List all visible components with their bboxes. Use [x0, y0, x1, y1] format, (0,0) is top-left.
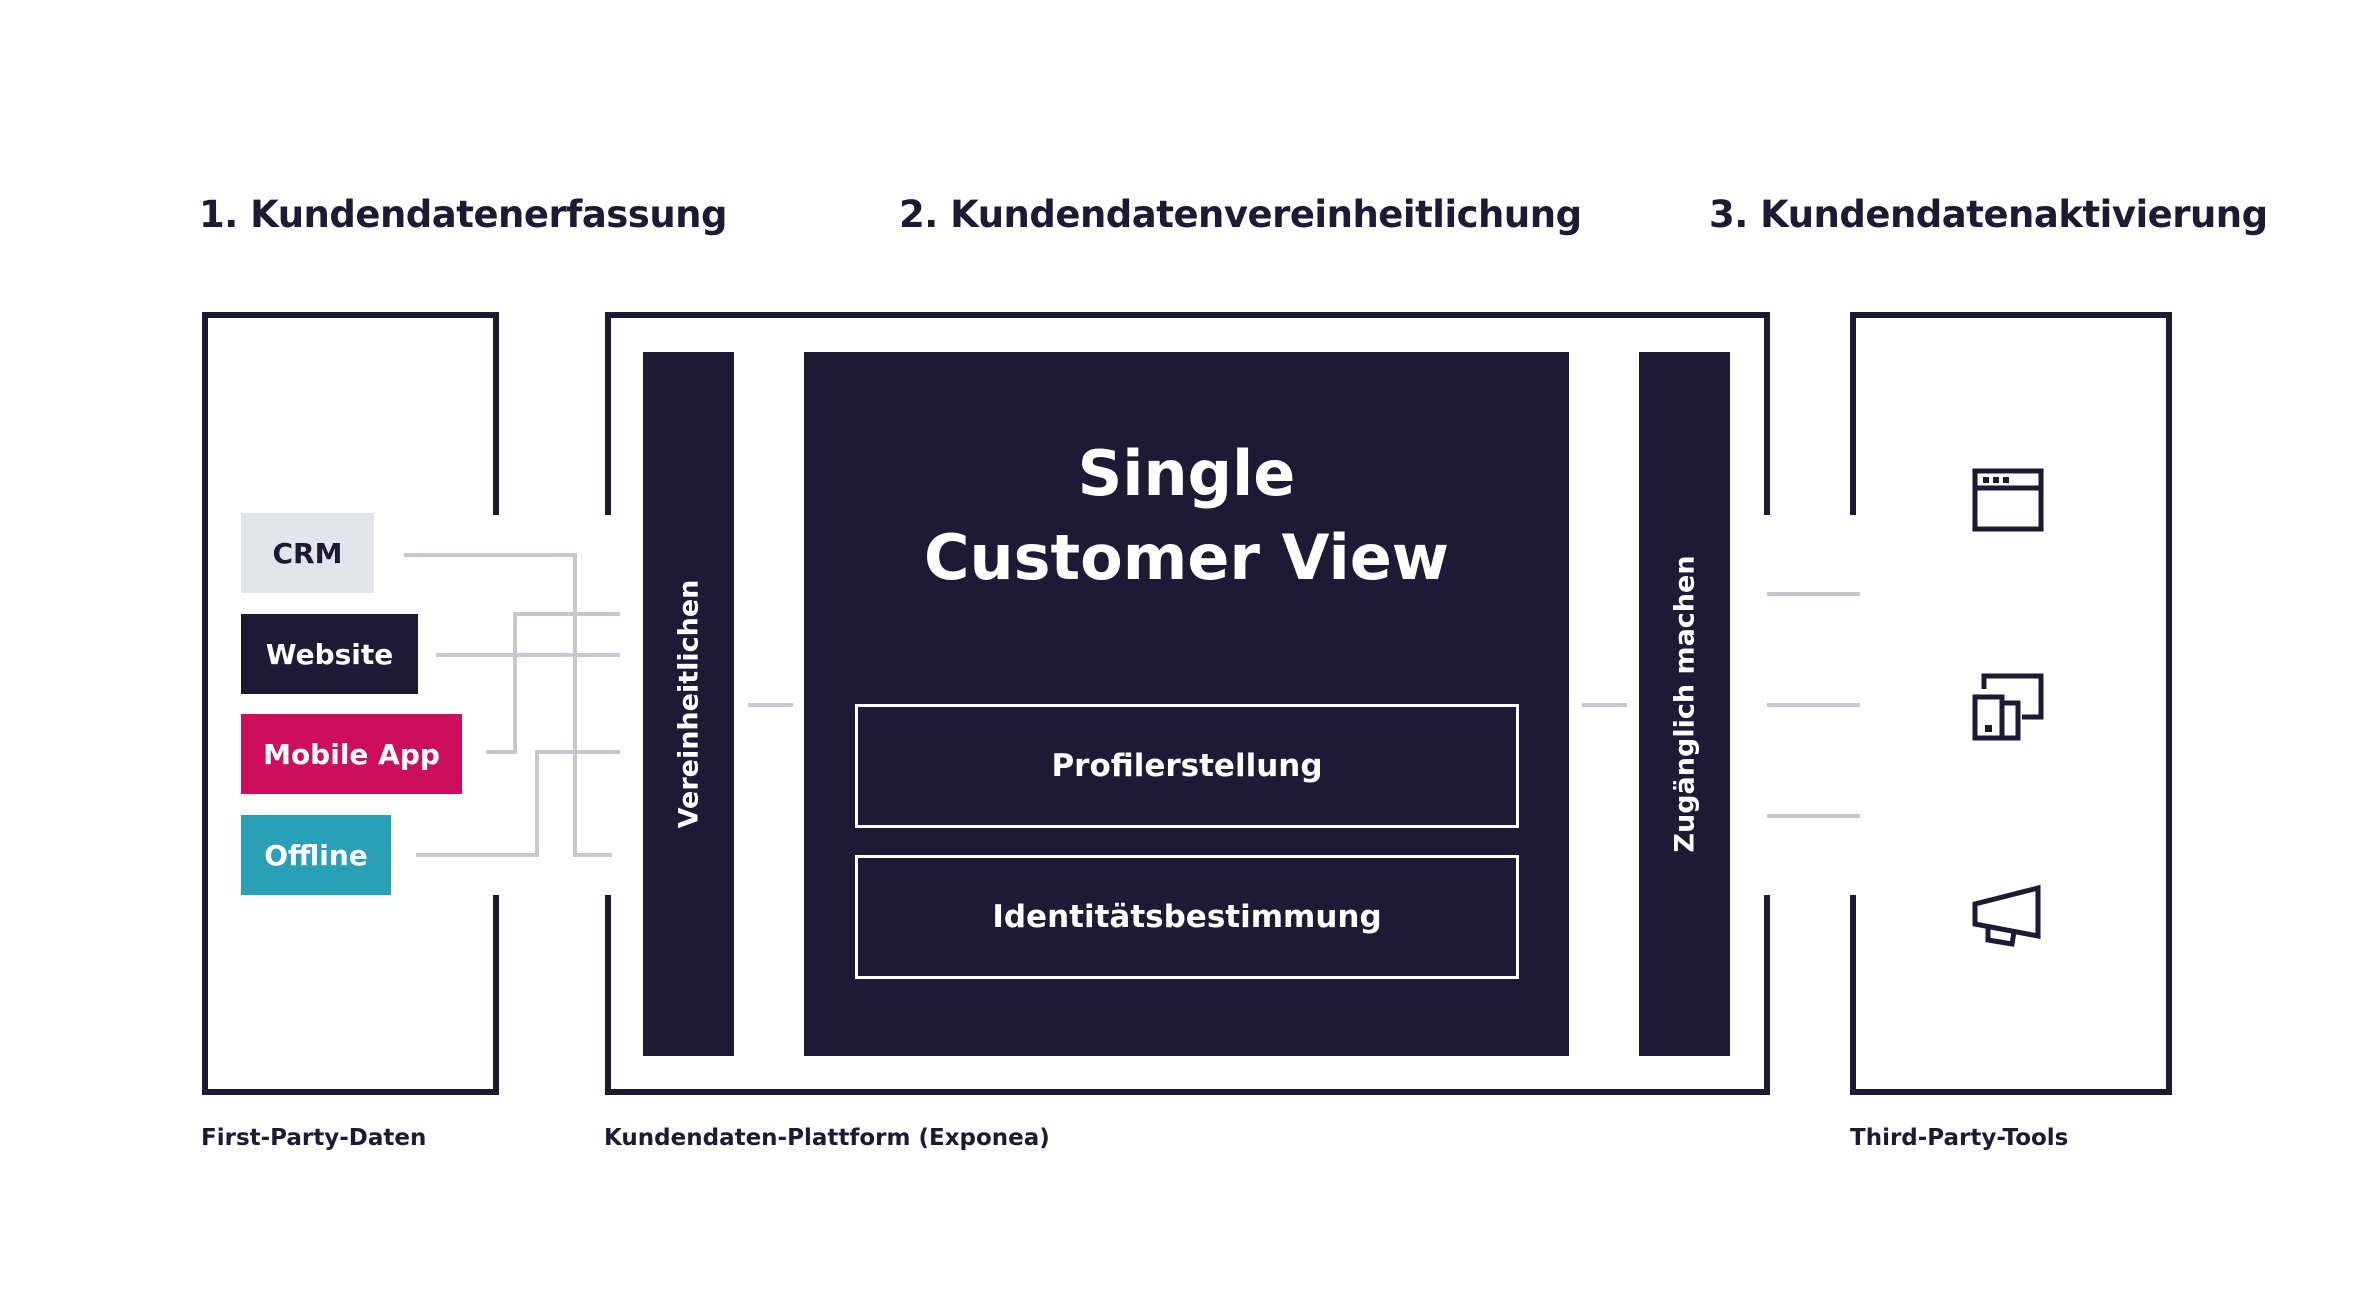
identity-box: Identitätsbestimmung	[855, 855, 1519, 979]
platform-box	[605, 312, 1770, 515]
scv-title-line2: Customer View	[923, 521, 1450, 594]
profile-box: Profilerstellung	[855, 704, 1519, 828]
first-party-box	[202, 312, 499, 1095]
single-customer-view: Single Customer View Profilerstellung Id…	[804, 352, 1569, 1056]
source-crm: CRM	[241, 513, 374, 593]
identity-label: Identitätsbestimmung	[992, 899, 1382, 935]
source-crm-label: CRM	[272, 536, 343, 570]
source-mobile-app: Mobile App	[241, 714, 462, 794]
source-website-label: Website	[265, 637, 394, 671]
caption-first-party: First-Party-Daten	[201, 1125, 427, 1151]
access-label: Zugänglich machen	[1669, 555, 1700, 853]
caption-third-party: Third-Party-Tools	[1850, 1125, 2069, 1151]
step-heading-unification: 2. Kundendatenvereinheitlichung	[899, 193, 1582, 236]
unify-label: Vereinheitlichen	[673, 579, 704, 829]
third-party-box	[1850, 312, 2172, 1095]
source-offline: Offline	[241, 815, 391, 895]
access-bar: Zugänglich machen	[1639, 352, 1730, 1056]
platform-box-bottom	[605, 895, 1770, 1095]
scv-title-line1: Single	[1077, 437, 1296, 510]
connector-offline	[416, 750, 620, 857]
connector-mobile-app	[486, 612, 620, 754]
unify-bar: Vereinheitlichen	[643, 352, 734, 1056]
caption-platform: Kundendaten-Plattform (Exponea)	[604, 1125, 1050, 1151]
source-offline-label: Offline	[264, 838, 368, 872]
browser-window-icon	[1972, 468, 2044, 532]
step-heading-activation: 3. Kundendatenaktivierung	[1709, 193, 2268, 236]
profile-label: Profilerstellung	[1051, 748, 1323, 784]
source-mobile-app-label: Mobile App	[263, 737, 440, 771]
megaphone-icon	[1972, 884, 2041, 947]
devices-icon	[1972, 673, 2044, 741]
source-website: Website	[241, 614, 418, 694]
step-heading-collection: 1. Kundendatenerfassung	[199, 193, 728, 236]
connector-crm	[404, 553, 612, 857]
